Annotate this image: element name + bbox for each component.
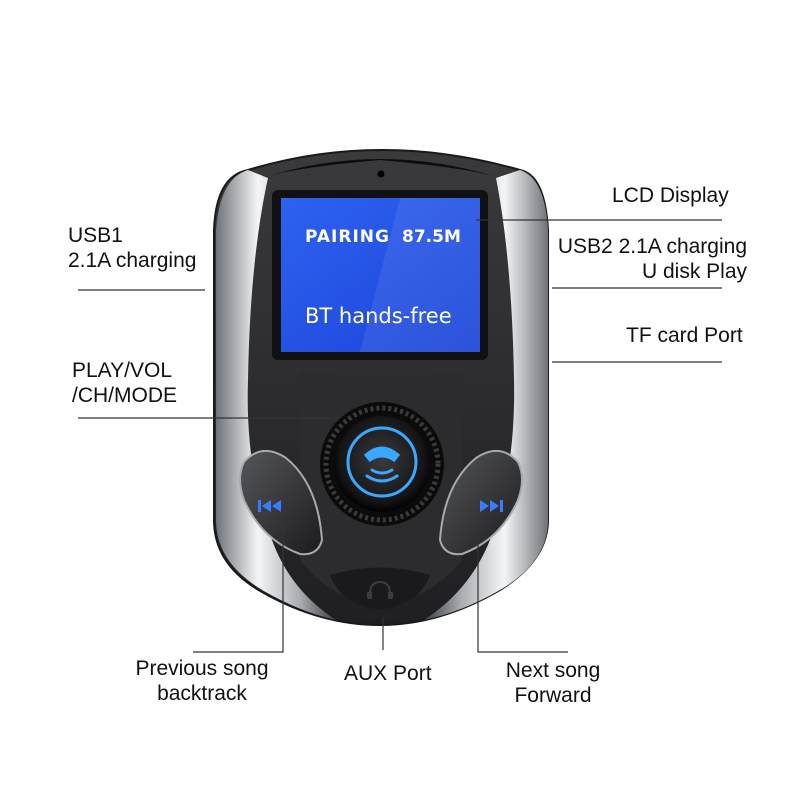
label-prev-line2: backtrack: [157, 682, 247, 705]
next-track-icon: [480, 500, 503, 512]
previous-song-button[interactable]: [239, 450, 324, 556]
screen-glare: [360, 198, 480, 352]
screen-status-text: PAIRING: [305, 227, 390, 247]
label-prev-line1: Previous song: [135, 657, 269, 680]
label-aux-text: AUX Port: [344, 662, 432, 685]
screen-mode-text: BT hands-free: [305, 304, 452, 328]
label-usb2-line1: USB2 2.1A charging: [557, 235, 747, 258]
label-aux-port: AUX Port: [344, 661, 432, 686]
next-song-button[interactable]: [438, 450, 523, 556]
microphone-hole: [377, 170, 385, 178]
label-play-line2: /CH/MODE: [72, 384, 177, 407]
leader-lines: [78, 219, 722, 653]
label-usb1-line1: USB1: [68, 224, 123, 247]
lcd-screen: [281, 198, 480, 352]
leader-next: [477, 525, 568, 653]
screen-frequency-text: 87.5M: [402, 227, 461, 247]
label-next-line1: Next song: [505, 659, 601, 682]
left-chrome-trim: [216, 170, 336, 620]
label-usb2-line2: U disk Play: [641, 260, 747, 283]
label-usb2: USB2 2.1A charging U disk Play: [555, 234, 747, 284]
headphone-jack-icon: [367, 580, 393, 599]
label-tf-card: TF card Port: [626, 323, 743, 348]
previous-track-icon: [258, 500, 281, 512]
label-usb1-line2: 2.1A charging: [68, 249, 197, 272]
label-previous-song: Previous song backtrack: [128, 656, 276, 706]
right-chrome-trim: [424, 170, 548, 620]
label-lcd-display: LCD Display: [612, 183, 729, 208]
center-knob[interactable]: [320, 402, 444, 526]
label-play-vol: PLAY/VOL /CH/MODE: [72, 358, 177, 408]
leader-prev: [193, 525, 284, 653]
label-usb1: USB1 2.1A charging: [68, 223, 196, 273]
label-next-song: Next song Forward: [496, 658, 610, 708]
label-play-line1: PLAY/VOL: [72, 359, 172, 382]
phone-icon: [363, 446, 401, 483]
top-band: [262, 159, 500, 178]
label-lcd-display-text: LCD Display: [612, 184, 729, 207]
label-next-line2: Forward: [514, 684, 592, 707]
label-tf-card-text: TF card Port: [626, 324, 743, 347]
bottom-cap: [330, 567, 430, 610]
